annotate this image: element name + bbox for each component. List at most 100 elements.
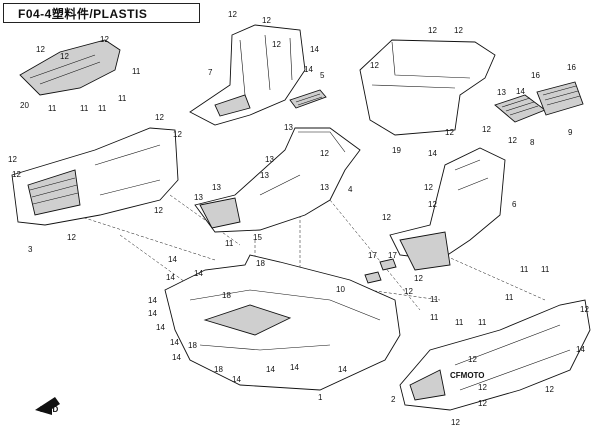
callout-label: 9	[568, 128, 573, 137]
part-8-tray	[494, 94, 546, 123]
callout-label: 3	[28, 245, 33, 254]
callout-label: 20	[20, 101, 29, 110]
brand-logo-text: CFMOTO	[450, 371, 485, 380]
part-19-storage-box	[359, 39, 496, 136]
callout-label: 11	[48, 104, 57, 113]
callout-label: 14	[516, 87, 525, 96]
callout-label: 12	[155, 113, 164, 122]
callout-label: 12	[545, 385, 554, 394]
callout-label: 13	[320, 183, 329, 192]
callout-label: 7	[208, 68, 213, 77]
callout-label: 12	[8, 155, 17, 164]
callout-label: 12	[60, 52, 69, 61]
callout-label: 12	[580, 305, 589, 314]
callout-label: 14	[170, 338, 179, 347]
callout-label: 11	[541, 265, 550, 274]
callout-label: 13	[194, 193, 203, 202]
callout-label: 10	[336, 285, 345, 294]
callout-label: 14	[172, 353, 181, 362]
diagram-title: F04-4塑料件/PLASTIS	[3, 3, 200, 23]
part-4-center-console	[194, 127, 361, 233]
callout-label: 12	[382, 213, 391, 222]
callout-label: 17	[368, 251, 377, 260]
callout-label: 12	[67, 233, 76, 242]
callout-label: 14	[148, 309, 157, 318]
callout-label: 11	[520, 265, 529, 274]
callout-label: 14	[194, 269, 203, 278]
callout-label: 11	[430, 295, 439, 304]
callout-label: 12	[445, 128, 454, 137]
callout-label: 1	[318, 393, 323, 402]
callout-label: 14	[166, 273, 175, 282]
callout-label: 14	[304, 65, 313, 74]
callout-label: 12	[428, 26, 437, 35]
callout-label: 12	[478, 399, 487, 408]
part-5-vent-grille	[289, 89, 327, 109]
callout-label: 12	[404, 287, 413, 296]
callout-label: 11	[505, 293, 514, 302]
callout-label: 11	[132, 67, 141, 76]
callout-label: 12	[508, 136, 517, 145]
callout-label: 18	[222, 291, 231, 300]
callout-label: 12	[451, 418, 460, 427]
part-6-rear-center-panel	[389, 147, 506, 271]
part-20-top-cover	[19, 39, 121, 96]
callout-label: 14	[290, 363, 299, 372]
callout-label: 12	[262, 16, 271, 25]
callout-numbers: 12 12 12 20 11 11 11 11 11 12 12 12 12 3…	[8, 10, 589, 427]
callout-label: 14	[266, 365, 275, 374]
callout-label: 11	[455, 318, 464, 327]
callout-label: 8	[530, 138, 535, 147]
callout-label: 14	[310, 45, 319, 54]
callout-label: 13	[265, 155, 274, 164]
callout-label: 12	[468, 355, 477, 364]
callout-label: 18	[214, 365, 223, 374]
callout-label: 11	[478, 318, 487, 327]
callout-label: 12	[36, 45, 45, 54]
callout-label: 11	[80, 104, 89, 113]
callout-label: 18	[188, 341, 197, 350]
callout-label: 17	[388, 251, 397, 260]
part-9-tray	[536, 81, 584, 116]
callout-label: 15	[253, 233, 262, 242]
callout-label: 11	[225, 239, 234, 248]
callout-label: 12	[320, 149, 329, 158]
callout-label: 6	[512, 200, 517, 209]
callout-label: 18	[256, 259, 265, 268]
callout-label: 11	[118, 94, 127, 103]
callout-label: 12	[154, 206, 163, 215]
callout-label: 16	[567, 63, 576, 72]
callout-label: 12	[424, 183, 433, 192]
callout-label: 14	[338, 365, 347, 374]
callout-label: 12	[478, 383, 487, 392]
part-3-left-side-panel	[11, 127, 179, 226]
callout-label: 11	[98, 104, 107, 113]
part-17-pads	[364, 258, 397, 284]
callout-label: 12	[12, 170, 21, 179]
callout-label: 12	[272, 40, 281, 49]
callout-label: 13	[284, 123, 293, 132]
part-2-right-side-panel	[399, 299, 591, 411]
callout-label: 11	[430, 313, 439, 322]
callout-label: 12	[482, 125, 491, 134]
callout-label: 12	[428, 200, 437, 209]
callout-label: 19	[392, 146, 401, 155]
callout-label: 4	[348, 185, 353, 194]
callout-label: 14	[232, 375, 241, 384]
callout-label: 5	[320, 71, 325, 80]
callout-label: 12	[414, 274, 423, 283]
callout-label: 14	[168, 255, 177, 264]
callout-label: 14	[148, 296, 157, 305]
callout-label: 16	[531, 71, 540, 80]
fwd-label: FWD	[40, 405, 58, 414]
fwd-arrow	[35, 397, 60, 415]
callout-label: 14	[156, 323, 165, 332]
callout-label: 13	[212, 183, 221, 192]
callout-label: 14	[428, 149, 437, 158]
callout-label: 12	[228, 10, 237, 19]
callout-label: 12	[370, 61, 379, 70]
part-7-front-panel	[189, 24, 306, 126]
callout-label: 12	[454, 26, 463, 35]
